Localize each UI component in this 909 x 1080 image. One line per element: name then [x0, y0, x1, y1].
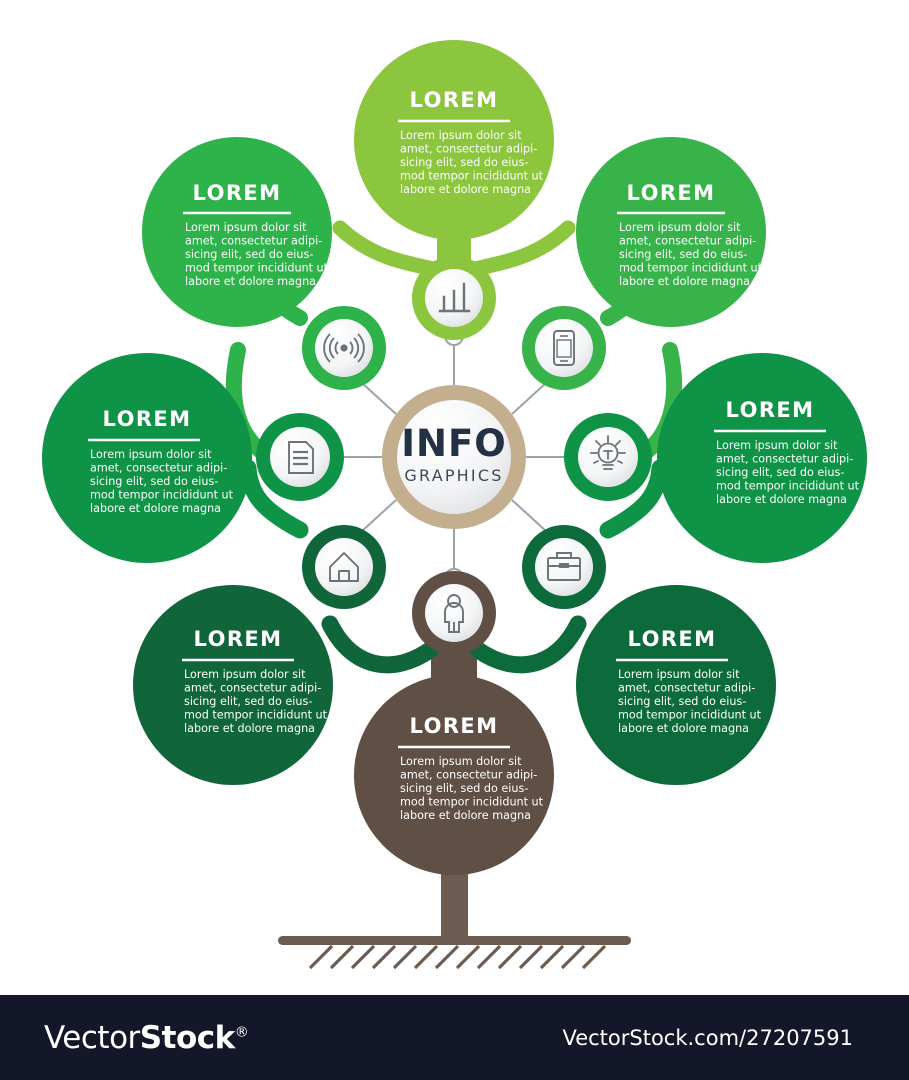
ground-hatching [308, 944, 607, 970]
vectorstock-watermark-bar: VectorStock® VectorStock.com/27207591 [0, 995, 909, 1080]
node-bottom-right-title: LOREM [628, 627, 717, 651]
smartphone-icon [553, 330, 575, 366]
node-mid-right-title: LOREM [726, 398, 815, 422]
icon-ring-bottom-right[interactable] [522, 525, 606, 609]
icon-ring-top-center[interactable] [412, 256, 496, 340]
document-icon [288, 441, 314, 474]
node-top-right-title: LOREM [627, 181, 716, 205]
node-bottom-right-bubble [576, 585, 776, 785]
icon-ring-bottom-left[interactable] [302, 525, 386, 609]
node-top-center-body: Lorem ipsum dolor sit amet, consectetur … [400, 129, 547, 196]
node-bottom-left[interactable]: LOREM Lorem ipsum dolor sit amet, consec… [133, 585, 333, 785]
center-hub[interactable]: INFO GRAPHICS [382, 385, 526, 529]
node-bottom-left-title: LOREM [194, 627, 283, 651]
hub-title-main: INFO [401, 422, 506, 465]
node-mid-right[interactable]: LOREM Lorem ipsum dolor sit amet, consec… [657, 353, 867, 563]
node-bottom-center-title: LOREM [410, 714, 499, 738]
tree-infographic-svg: LOREM Lorem ipsum dolor sit amet, consec… [42, 40, 867, 970]
vectorstock-url: VectorStock.com/27207591 [562, 1025, 853, 1050]
node-top-right-bubble [576, 137, 766, 327]
node-top-right[interactable]: LOREM Lorem ipsum dolor sit amet, consec… [576, 137, 766, 327]
node-top-left[interactable]: LOREM Lorem ipsum dolor sit amet, consec… [142, 137, 332, 327]
wifi-signal-icon [323, 333, 365, 363]
node-mid-right-body: Lorem ipsum dolor sit amet, consectetur … [716, 439, 863, 506]
node-bottom-center-body: Lorem ipsum dolor sit amet, consectetur … [400, 755, 547, 822]
ground-line [278, 936, 631, 945]
branch-bottom-right [469, 615, 587, 674]
node-bottom-right[interactable]: LOREM Lorem ipsum dolor sit amet, consec… [576, 585, 776, 785]
vectorstock-logo: VectorStock® [44, 1019, 249, 1056]
node-mid-left-bubble [42, 353, 252, 563]
node-bottom-center-bubble [354, 675, 554, 875]
icon-ring-bottom-left-face [315, 538, 373, 596]
registered-mark-icon: ® [234, 1024, 249, 1041]
node-top-left-title: LOREM [193, 181, 282, 205]
node-top-right-body: Lorem ipsum dolor sit amet, consectetur … [619, 221, 766, 288]
node-bottom-center[interactable]: LOREM Lorem ipsum dolor sit amet, consec… [354, 675, 554, 875]
branch-bottom-left [321, 615, 439, 674]
icon-ring-top-right[interactable] [522, 306, 606, 390]
hub-title-sub: GRAPHICS [404, 466, 503, 485]
home-icon [329, 552, 359, 582]
icon-ring-bottom-center-face [425, 584, 483, 642]
lightbulb-icon [590, 435, 626, 470]
node-mid-left-title: LOREM [103, 407, 192, 431]
briefcase-icon [547, 552, 581, 581]
icon-ring-top-right-face [535, 319, 593, 377]
node-top-center-title: LOREM [410, 88, 499, 112]
icon-ring-mid-right[interactable] [564, 413, 652, 501]
hub-face [397, 400, 511, 514]
node-mid-left-body: Lorem ipsum dolor sit amet, consectetur … [90, 448, 237, 515]
icon-ring-mid-left[interactable] [256, 413, 344, 501]
node-top-left-bubble [142, 137, 332, 327]
node-mid-left[interactable]: LOREM Lorem ipsum dolor sit amet, consec… [42, 353, 252, 563]
icon-ring-bottom-center[interactable] [412, 571, 496, 655]
bar-chart-icon [438, 282, 471, 313]
logo-text-stock: Stock [139, 1019, 235, 1056]
node-top-center-bubble [354, 40, 554, 240]
person-icon [444, 594, 464, 633]
node-bottom-right-body: Lorem ipsum dolor sit amet, consectetur … [618, 668, 765, 735]
node-mid-right-bubble [657, 353, 867, 563]
node-bottom-left-body: Lorem ipsum dolor sit amet, consectetur … [184, 668, 331, 735]
icon-ring-top-left[interactable] [302, 306, 386, 390]
logo-text-vector: Vector [44, 1019, 140, 1056]
node-top-left-body: Lorem ipsum dolor sit amet, consectetur … [185, 221, 332, 288]
node-top-center[interactable]: LOREM Lorem ipsum dolor sit amet, consec… [354, 40, 554, 240]
node-bottom-left-bubble [133, 585, 333, 785]
